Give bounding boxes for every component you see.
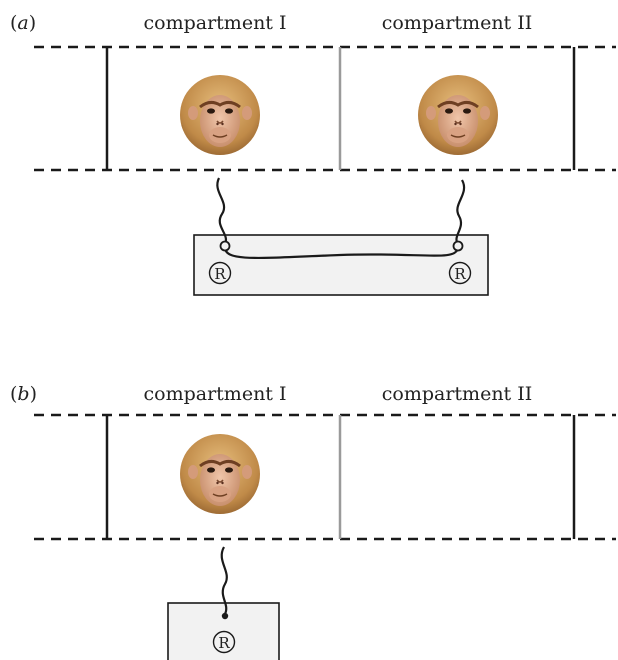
compartment-2-label: compartment II xyxy=(382,383,533,405)
compartment-1-label: compartment I xyxy=(144,12,287,34)
monkey-face-icon xyxy=(175,70,265,160)
registered-r-icon: R xyxy=(212,630,236,654)
connecting-wire xyxy=(223,247,460,259)
compartment-1-label: compartment I xyxy=(144,383,287,405)
monkey-face-icon xyxy=(175,429,265,519)
right-jack xyxy=(452,240,464,252)
registered-r-icon: R xyxy=(448,261,472,285)
left-cable xyxy=(216,177,228,245)
left-jack xyxy=(219,240,231,252)
panel-a-label: (a) xyxy=(10,12,36,34)
receiver-box xyxy=(193,234,489,296)
receiver-symbol-right: R xyxy=(454,265,466,283)
receiver-symbol-left: R xyxy=(214,265,226,283)
panel-b: (b) compartment I compartment II R xyxy=(10,383,616,660)
right-cable xyxy=(455,179,466,245)
jack xyxy=(221,612,229,620)
panel-a: (a) compartment I compartment II R R xyxy=(10,12,616,296)
cable xyxy=(220,546,228,615)
compartment-2-label: compartment II xyxy=(382,12,533,34)
panel-b-label: (b) xyxy=(10,383,37,405)
monkey-face-icon xyxy=(413,70,503,160)
receiver-symbol: R xyxy=(218,634,230,652)
registered-r-icon: R xyxy=(208,261,232,285)
